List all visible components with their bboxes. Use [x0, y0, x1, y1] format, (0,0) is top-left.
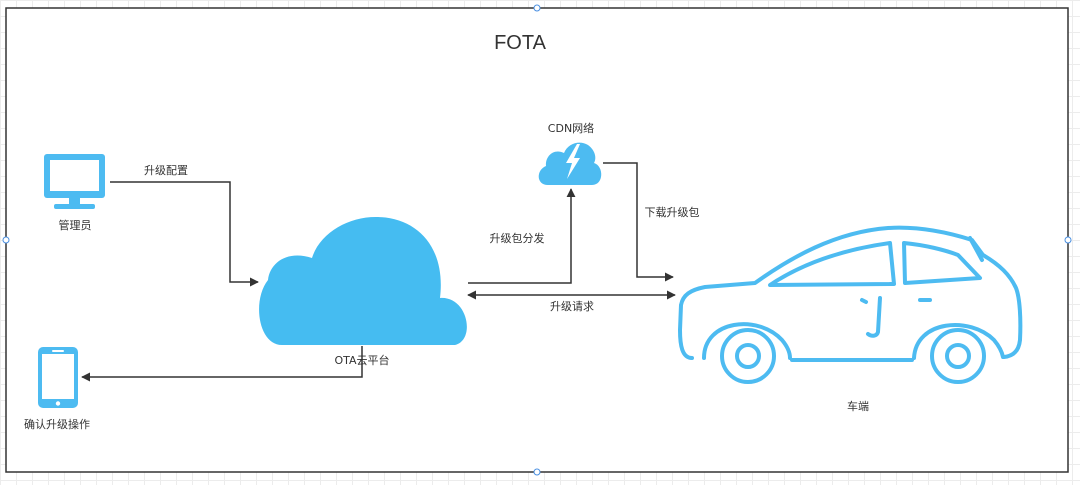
- mobile-label: 确认升级操作: [24, 417, 90, 431]
- smartphone-icon[interactable]: [38, 347, 78, 408]
- frame-handle-top[interactable]: [533, 4, 541, 12]
- diagram-title: FOTA: [494, 32, 547, 54]
- edge-upgrade-config-label: 升级配置: [144, 164, 188, 177]
- edge-package-distribute[interactable]: [468, 188, 576, 284]
- cdn-label: CDN网络: [548, 121, 594, 135]
- admin-label: 管理员: [59, 218, 92, 232]
- frame-handle-bottom[interactable]: [533, 468, 541, 476]
- edge-download-package-label: 下载升级包: [645, 206, 700, 219]
- frame-handle-left[interactable]: [2, 236, 10, 244]
- edge-download-package[interactable]: [603, 162, 674, 282]
- car-icon[interactable]: [678, 225, 1023, 384]
- edge-upgrade-request-label: 升级请求: [550, 300, 594, 313]
- monitor-icon[interactable]: [44, 154, 105, 209]
- cloud-icon[interactable]: [259, 216, 467, 345]
- edge-ota-to-mobile[interactable]: [81, 346, 363, 382]
- frame-handle-right[interactable]: [1064, 236, 1072, 244]
- edge-package-distribute-label: 升级包分发: [490, 231, 545, 245]
- diagram-frame[interactable]: [5, 7, 1069, 473]
- cloud-lightning-icon[interactable]: [538, 142, 602, 185]
- vehicle-label: 车端: [847, 399, 869, 413]
- edge-upgrade-config[interactable]: [110, 181, 259, 287]
